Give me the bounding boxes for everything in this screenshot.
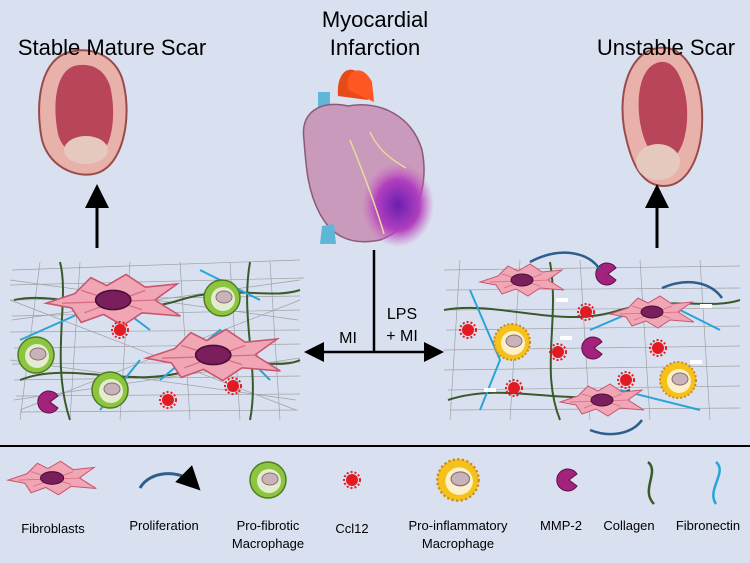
unstable-scar-title: Unstable Scar	[596, 35, 736, 60]
legend-proinflammatory-line1: Pro-inflammatory	[408, 518, 508, 533]
legend-profibrotic-line1: Pro-fibrotic	[236, 518, 300, 533]
lps-label-line1: LPS	[386, 306, 418, 323]
mi-title-line1: Myocardial	[321, 7, 429, 32]
legend-fibronectin: Fibronectin	[675, 518, 741, 533]
stable-matrix	[9, 259, 305, 421]
legend-collagen: Collagen	[603, 518, 655, 533]
unstable-matrix	[443, 251, 741, 436]
legend-fibroblasts: Fibroblasts	[21, 521, 85, 536]
lps-label-line2: + MI	[386, 328, 418, 345]
legend-ccl12: Ccl12	[335, 521, 369, 536]
legend-proinflammatory-line2: Macrophage	[421, 536, 495, 551]
legend-profibrotic-line2: Macrophage	[231, 536, 305, 551]
unstable-scar-heart	[621, 46, 704, 188]
stable-scar-title: Stable Mature Scar	[17, 35, 207, 60]
legend-proliferation: Proliferation	[129, 518, 199, 533]
mi-label: MI	[339, 330, 357, 347]
mi-title-line2: Infarction	[329, 35, 421, 60]
legend-mmp2: MMP-2	[540, 518, 582, 533]
branch-lines	[304, 250, 444, 362]
legend-glyphs	[7, 458, 721, 505]
infarct-heart	[302, 69, 434, 247]
stable-scar-heart	[38, 49, 128, 176]
